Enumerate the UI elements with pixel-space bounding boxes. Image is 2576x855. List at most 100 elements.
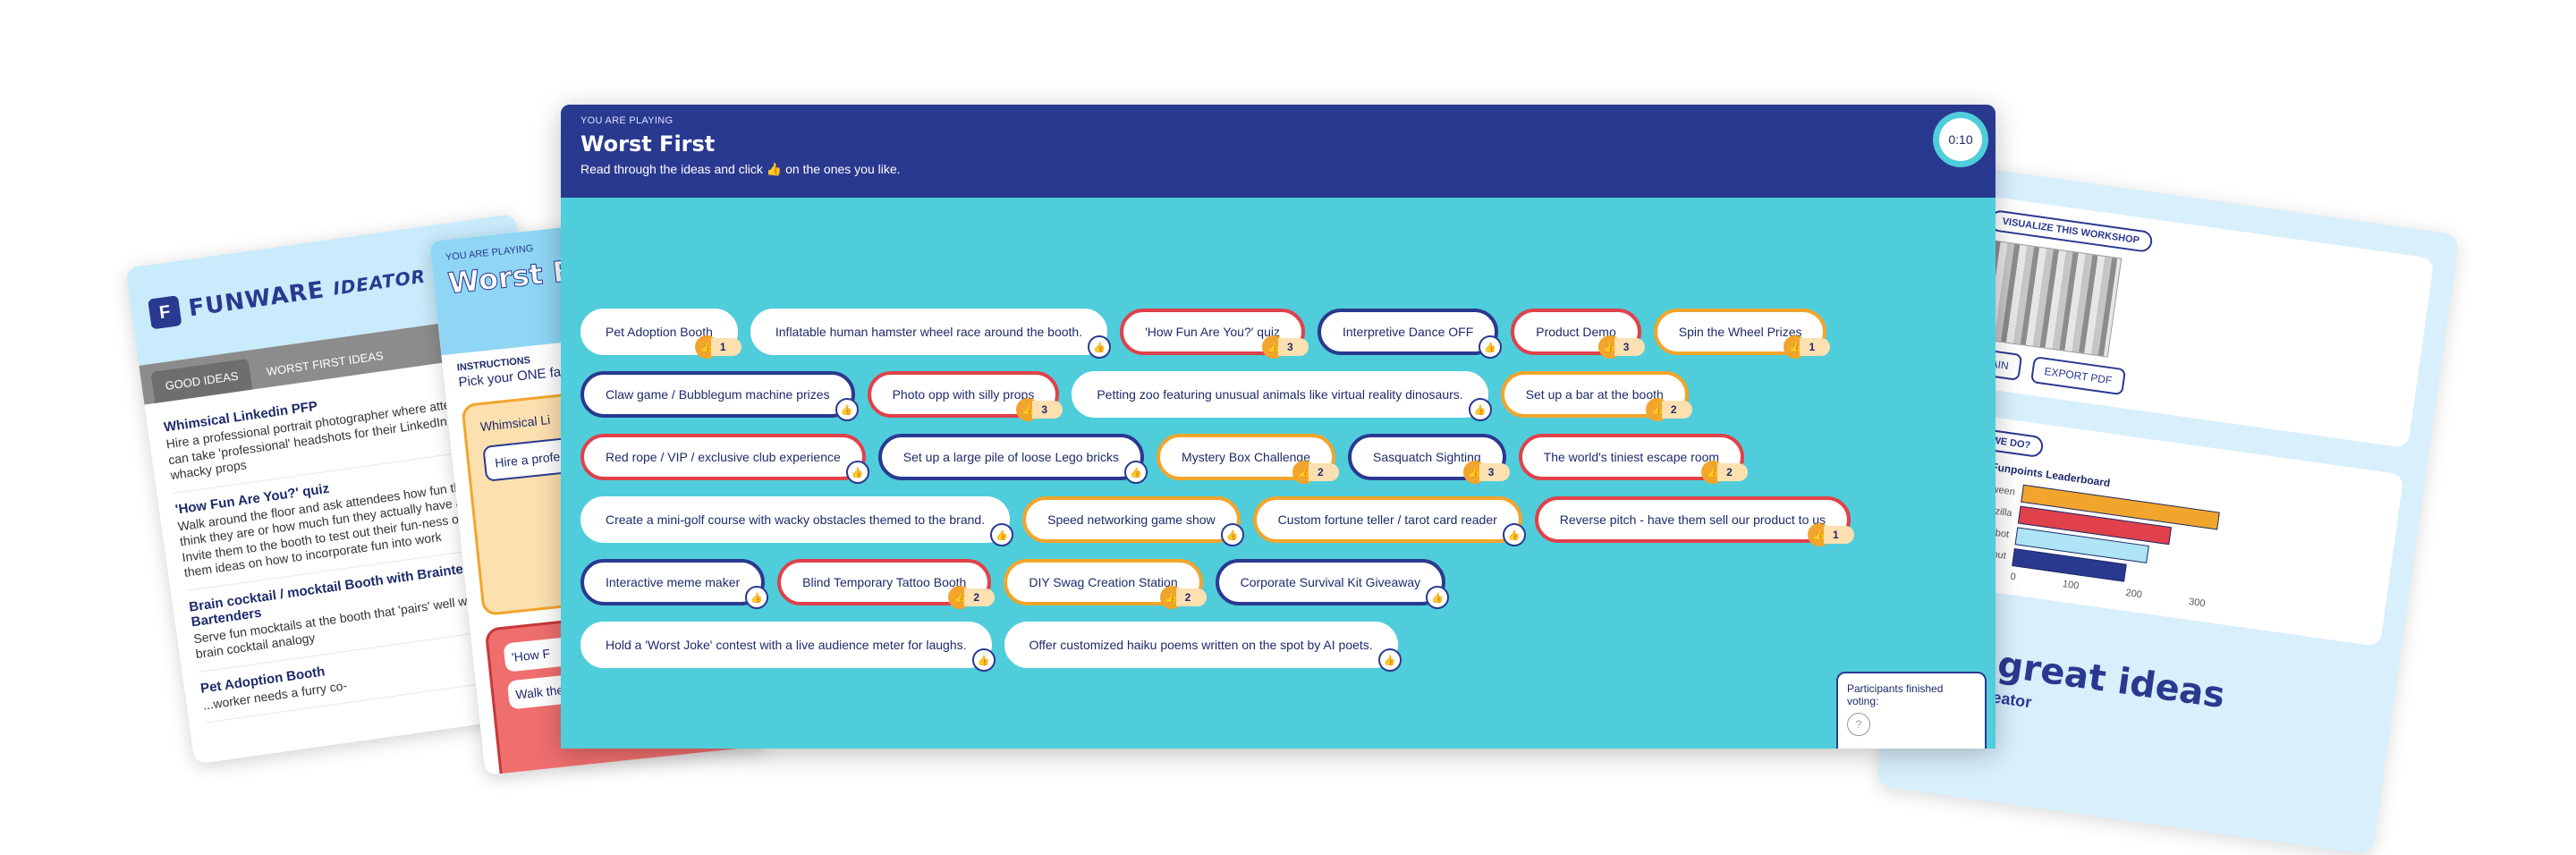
- idea-chip[interactable]: Red rope / VIP / exclusive club experien…: [580, 434, 869, 484]
- axis-tick: 0: [2009, 571, 2017, 583]
- like-button[interactable]: 👍1: [694, 335, 741, 359]
- thumbs-up-icon: 👍: [971, 648, 996, 672]
- idea-chip[interactable]: Mystery Box Challenge👍2: [1157, 434, 1339, 484]
- idea-chip[interactable]: Speed networking game show 👍: [1022, 496, 1244, 546]
- brand-name: FUNWARE: [186, 276, 326, 323]
- like-button[interactable]: 👍: [1124, 461, 1148, 484]
- like-button[interactable]: 👍: [745, 586, 769, 609]
- idea-chip[interactable]: Inflatable human hamster wheel race arou…: [750, 309, 1112, 359]
- like-button[interactable]: 👍2: [1159, 586, 1207, 609]
- idea-chip[interactable]: Set up a large pile of loose Lego bricks…: [877, 434, 1148, 484]
- idea-chip[interactable]: Hold a 'Worst Joke' contest with a live …: [580, 622, 996, 672]
- like-button[interactable]: 👍2: [948, 586, 996, 609]
- like-count: 2: [1717, 463, 1749, 481]
- idea-chip[interactable]: DIY Swag Creation Station👍2: [1004, 559, 1207, 609]
- game-instructions: Read through the ideas and click 👍 on th…: [580, 162, 901, 176]
- idea-label: Inflatable human hamster wheel race arou…: [775, 325, 1083, 339]
- idea-label: 'How Fun Are You?' quiz: [1145, 325, 1280, 339]
- like-button[interactable]: 👍: [1088, 335, 1112, 359]
- idea-label: DIY Swag Creation Station: [1029, 575, 1178, 589]
- participants-finished-panel: Participants finished voting: ?: [1836, 672, 1987, 749]
- idea-chip[interactable]: Blind Temporary Tattoo Booth👍2: [777, 559, 996, 609]
- participant-avatar: ?: [1847, 713, 1870, 736]
- like-button[interactable]: 👍: [845, 461, 869, 484]
- game-title: Worst First: [580, 131, 716, 157]
- like-button[interactable]: 👍3: [1261, 335, 1309, 359]
- like-button[interactable]: 👍1: [1784, 335, 1831, 359]
- thumbs-up-icon: 👍: [990, 523, 1014, 546]
- idea-chip[interactable]: Set up a bar at the booth👍2: [1500, 371, 1692, 421]
- idea-chip[interactable]: Create a mini-golf course with wacky obs…: [580, 496, 1014, 546]
- thumbs-up-icon: 👍: [1088, 335, 1112, 359]
- idea-label: Set up a bar at the booth: [1525, 387, 1664, 402]
- like-count: 1: [710, 338, 741, 356]
- like-button[interactable]: 👍: [1502, 523, 1526, 546]
- thumbs-up-icon: 👍: [835, 398, 859, 421]
- axis-tick: 200: [2124, 587, 2143, 601]
- countdown-timer: 0:10: [1933, 112, 1988, 167]
- idea-label: Set up a large pile of loose Lego bricks: [902, 450, 1120, 464]
- idea-chip[interactable]: Product Demo👍3: [1511, 309, 1645, 359]
- idea-chip[interactable]: Interactive meme maker👍: [580, 559, 769, 609]
- idea-chip[interactable]: Photo opp with silly props👍3: [867, 371, 1063, 421]
- like-button[interactable]: 👍: [835, 398, 859, 421]
- like-count: 2: [1309, 463, 1339, 481]
- idea-chip[interactable]: Petting zoo featuring unusual animals li…: [1072, 371, 1492, 421]
- like-button[interactable]: 👍2: [1292, 461, 1339, 484]
- idea-chip[interactable]: The world's tiniest escape room👍2: [1518, 434, 1749, 484]
- like-button[interactable]: 👍3: [1462, 461, 1510, 484]
- like-button[interactable]: 👍: [1377, 648, 1402, 672]
- ideas-row: Claw game / Bubblegum machine prizes 👍 Pho…: [580, 371, 1940, 421]
- like-button[interactable]: 👍: [1426, 586, 1450, 609]
- idea-label: Photo opp with silly props: [892, 387, 1035, 402]
- like-button[interactable]: 👍: [1220, 523, 1244, 546]
- idea-label: Interpretive Dance OFF: [1342, 325, 1474, 339]
- idea-chip[interactable]: 'How Fun Are You?' quiz👍3: [1120, 309, 1309, 359]
- ideas-row: Interactive meme maker👍Blind Temporary T…: [580, 559, 1940, 609]
- idea-chip[interactable]: Interpretive Dance OFF 👍: [1317, 309, 1503, 359]
- like-count: 3: [1479, 463, 1510, 481]
- ideas-row: Create a mini-golf course with wacky obs…: [580, 496, 1940, 546]
- idea-label: Claw game / Bubblegum machine prizes: [606, 387, 830, 402]
- idea-label: Hold a 'Worst Joke' contest with a live …: [606, 638, 967, 652]
- idea-label: Blind Temporary Tattoo Booth: [802, 575, 967, 589]
- like-button[interactable]: 👍1: [1808, 523, 1855, 546]
- idea-chip[interactable]: Reverse pitch - have them sell our produ…: [1534, 496, 1855, 546]
- idea-chip[interactable]: Offer customized haiku poems written on …: [1004, 622, 1402, 672]
- export-pdf-button[interactable]: EXPORT PDF: [2029, 356, 2127, 396]
- idea-chip[interactable]: Sasquatch Sighting👍3: [1348, 434, 1510, 484]
- like-button[interactable]: 👍: [990, 523, 1014, 546]
- axis-tick: 100: [2062, 579, 2080, 592]
- idea-chip[interactable]: Claw game / Bubblegum machine prizes 👍: [580, 371, 859, 421]
- idea-label: Mystery Box Challenge: [1182, 450, 1310, 464]
- idea-chip[interactable]: Pet Adoption Booth👍1: [580, 309, 741, 359]
- like-count: 1: [1824, 526, 1855, 544]
- idea-chip[interactable]: Spin the Wheel Prizes👍1: [1653, 309, 1831, 359]
- like-button[interactable]: 👍2: [1645, 398, 1692, 421]
- idea-label: Offer customized haiku poems written on …: [1029, 638, 1373, 652]
- idea-label: Product Demo: [1536, 325, 1616, 339]
- participants-finished-label: Participants finished voting:: [1847, 682, 1944, 707]
- idea-label: Red rope / VIP / exclusive club experien…: [606, 450, 841, 464]
- idea-chip[interactable]: Corporate Survival Kit Giveaway👍: [1215, 559, 1450, 609]
- like-button[interactable]: 👍: [1479, 335, 1503, 359]
- workshop-photo: [1973, 239, 2123, 358]
- ideas-row: Hold a 'Worst Joke' contest with a live …: [580, 622, 1940, 672]
- idea-label: Pet Adoption Booth: [606, 325, 713, 339]
- like-button[interactable]: 👍: [971, 648, 996, 672]
- like-button[interactable]: 👍3: [1597, 335, 1645, 359]
- like-button[interactable]: 👍3: [1016, 398, 1063, 421]
- idea-label: Sasquatch Sighting: [1373, 450, 1481, 464]
- visualize-panel: VISUALIZE THIS WORKSHOP GAIN EXPORT PDF: [1953, 195, 2435, 449]
- thumbs-up-icon: 👍: [1220, 523, 1244, 546]
- brand-subtitle: IDEATOR: [331, 265, 428, 300]
- funware-logo-icon: F: [148, 295, 182, 330]
- idea-chip[interactable]: Custom fortune teller / tarot card reade…: [1252, 496, 1526, 546]
- idea-label: Create a mini-golf course with wacky obs…: [606, 512, 986, 527]
- idea-label: Speed networking game show: [1047, 512, 1216, 527]
- like-count: 2: [964, 588, 996, 606]
- like-button[interactable]: 👍2: [1701, 461, 1749, 484]
- like-button[interactable]: 👍: [1468, 398, 1492, 421]
- like-count: 2: [1175, 588, 1207, 606]
